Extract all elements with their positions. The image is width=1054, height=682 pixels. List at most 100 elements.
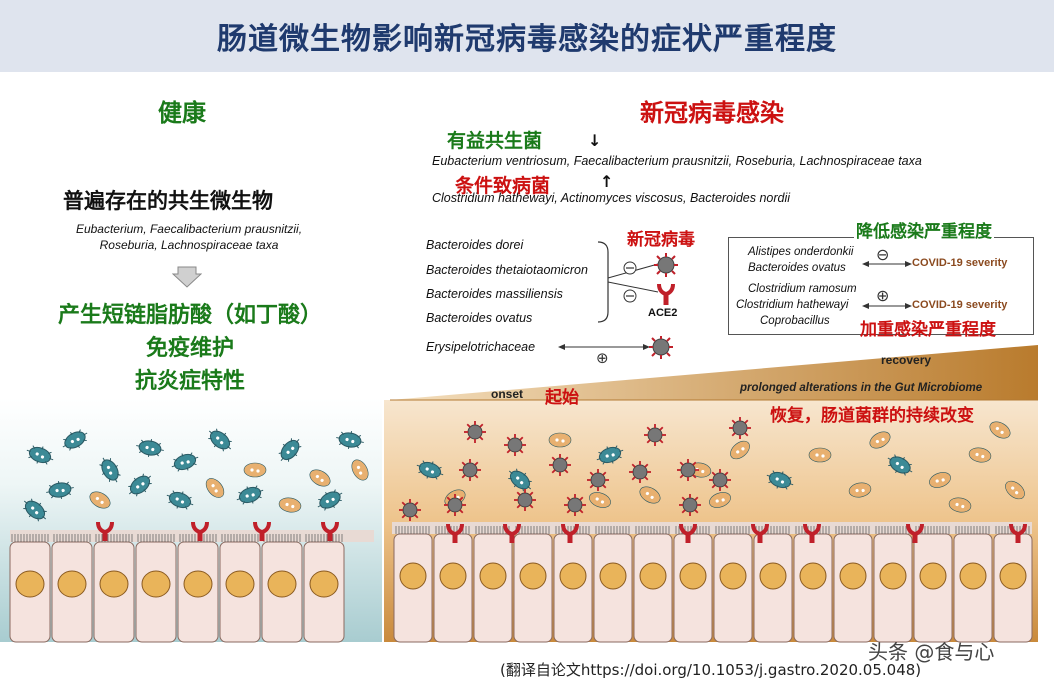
bacteria-icon (596, 445, 624, 465)
minus-sign: ⊖ (876, 245, 890, 264)
infection-heading: 新冠病毒感染 (640, 99, 784, 127)
recovery-label: recovery (881, 353, 932, 367)
epithelial-cell (393, 526, 433, 643)
increase-arrow (862, 303, 912, 309)
virus-icon (629, 461, 651, 483)
healthy-taxa-line1: Eubacterium, Faecalibacterium prausnitzi… (75, 222, 303, 236)
pathogen-label: 条件致病菌 (455, 175, 551, 197)
progression-wedge (390, 345, 1038, 400)
epithelial-cell (833, 526, 873, 643)
severity-text: COVID-19 severity (912, 299, 1008, 311)
bacteria-icon (351, 459, 369, 481)
onset-label: onset (491, 387, 524, 401)
bacteria-icon (548, 432, 572, 448)
benefit-immune: 免疫维护 (145, 336, 234, 361)
bacteria-icon (336, 431, 364, 449)
virus-label: 新冠病毒 (627, 230, 695, 250)
onset-cn-label: 起始 (545, 388, 579, 408)
bacteria-icon (171, 452, 199, 472)
bacteria-icon (26, 445, 54, 465)
benefit-antiinflammatory: 抗炎症特性 (134, 369, 245, 394)
virus-icon (459, 459, 481, 481)
bacteria-icon (136, 439, 164, 457)
epithelial-cell (673, 526, 713, 643)
bacteria-icon (639, 486, 661, 504)
epithelial-cell (473, 526, 513, 643)
citation: (翻译自论文https://doi.org/10.1053/j.gastro.2… (500, 661, 922, 679)
healthy-heading: 健康 (158, 99, 206, 127)
healthy-subheading: 普遍存在的共生微生物 (63, 189, 273, 213)
benefit-box (26, 330, 354, 362)
bacteria-icon (948, 497, 972, 513)
virus-icon (649, 336, 673, 359)
severity-text: COVID-19 severity (912, 257, 1008, 269)
erysipelo-virus-link (558, 336, 673, 359)
reduce-taxon: Alistipes onderdonkii (748, 246, 854, 258)
ace2-receptor-icon (503, 523, 521, 543)
ace2-receptor-icon (253, 521, 271, 541)
epithelial-cell (177, 534, 219, 643)
prolonged-cn-label: 恢复，肠道菌群的持续改变 (770, 406, 974, 426)
epithelial-cell (993, 526, 1033, 643)
plus-sign: ⊕ (876, 286, 890, 305)
virus-icon (644, 424, 666, 446)
bacteroides-item: Bacteroides massiliensis (426, 287, 563, 301)
healthy-taxa-line2: Roseburia, Lachnospiraceae taxa (99, 238, 279, 252)
bacteria-icon (968, 447, 992, 463)
erysipelo-taxon: Erysipelotrichaceae (426, 340, 536, 354)
epithelial-cell (873, 526, 913, 643)
bacteria-icon (128, 473, 152, 497)
virus-icon (399, 499, 421, 521)
epithelial-cell (51, 534, 93, 643)
bacteroides-item: Bacteroides ovatus (426, 311, 533, 325)
ace2-receptor-icon (657, 283, 675, 305)
epithelial-cell (219, 534, 261, 643)
ace2-receptor-icon (1009, 523, 1027, 543)
virus-icon (709, 469, 731, 491)
virus-icon (549, 454, 571, 476)
ace2-receptor-icon (679, 523, 697, 543)
bacteria-icon (278, 497, 302, 513)
bacteria-icon (766, 470, 794, 490)
title-bar (0, 0, 1054, 72)
bacteroides-item: Bacteroides thetaiotaomicron (426, 263, 588, 277)
epithelial-cell (513, 526, 553, 643)
increase-taxon: Clostridium ramosum (748, 283, 857, 295)
bacteria-icon (23, 498, 47, 522)
bacteria-icon (99, 457, 121, 483)
virus-icon (679, 494, 701, 516)
benefit-scfa: 产生短链脂肪酸（如丁酸） (57, 303, 322, 328)
ace2-receptor-icon (751, 523, 769, 543)
epithelial-cell (135, 534, 177, 643)
bacteria-icon (166, 490, 194, 510)
ace2-receptor-icon (96, 521, 114, 541)
bacteria-icon (508, 468, 532, 492)
epithelial-cell (713, 526, 753, 643)
pathogen-taxa: Clostridium hathewayi, Actinomyces visco… (432, 191, 791, 205)
bacteria-icon (709, 492, 731, 508)
epithelial-cell (633, 526, 673, 643)
bacteria-icon (208, 428, 232, 452)
ace2-receptor-icon (803, 523, 821, 543)
bacteria-icon (1005, 480, 1025, 500)
epithelial-cell (913, 526, 953, 643)
bacteria-icon (205, 478, 225, 498)
epithelial-cell (261, 534, 303, 643)
beneficial-taxa: Eubacterium ventriosum, Faecalibacterium… (432, 154, 922, 168)
ace2-receptor-icon (906, 523, 924, 543)
bacteria-icon (236, 485, 264, 505)
ace2-receptor-icon (191, 521, 209, 541)
beneficial-label: 有益共生菌 (447, 130, 543, 152)
ace2-receptor-icon (321, 521, 339, 541)
down-arrow-icon (172, 266, 202, 288)
bacteria-icon (317, 489, 343, 511)
bacteria-icon (278, 438, 302, 462)
bacteria-icon (808, 447, 832, 463)
virus-icon (677, 459, 699, 481)
page-title: 肠道微生物影响新冠病毒感染的症状严重程度 (217, 22, 837, 57)
epithelial-cell (793, 526, 833, 643)
bacteria-icon (929, 472, 951, 488)
watermark: 头条 @食与心 (868, 640, 995, 664)
epithelial-cell (593, 526, 633, 643)
